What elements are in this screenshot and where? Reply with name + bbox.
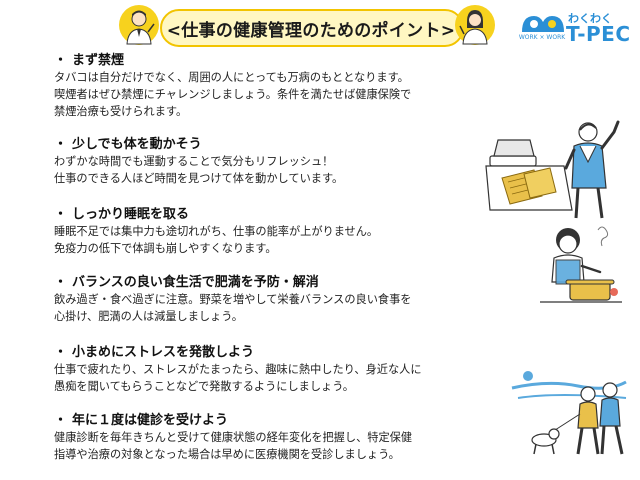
logo-mark-icon (522, 16, 564, 32)
bullet: ・ (54, 207, 68, 222)
section-heading: ・小まめにストレスを発散しよう (54, 344, 524, 361)
page-title: <仕事の健康管理のためのポイント> (166, 21, 456, 41)
couple-walking-dog-illustration (511, 371, 627, 455)
section-quit-smoking: ・まず禁煙 タバコは自分だけでなく、周囲の人にとっても万病のもととなります。 喫… (54, 52, 524, 120)
section-sleep: ・しっかり睡眠を取る 睡眠不足では集中力も途切れがち、仕事の能率が上がりません。… (54, 206, 524, 257)
heading-text: 少しでも体を動かそう (72, 137, 202, 152)
section-line: わずかな時間でも運動することで気分もリフレッシュ！ (54, 155, 334, 168)
section-heading: ・まず禁煙 (54, 52, 524, 69)
bullet: ・ (54, 413, 68, 428)
section-checkup: ・年に１度は健診を受けよう 健康診断を毎年きちんと受けて健康状態の経年変化を把握… (54, 412, 524, 463)
section-line: 心掛け、肥満の人は減量しましょう。 (54, 310, 243, 323)
section-line: タバコは自分だけでなく、周囲の人にとっても万病のもととなります。 (54, 71, 409, 84)
cooking-pot-icon (565, 279, 615, 301)
section-line: 飲み過ぎ・食べ過ぎに注意。野菜を増やして栄養バランスの良い食事を (54, 293, 412, 306)
section-line: 免疫力の低下で体調も崩しやすくなります。 (54, 242, 277, 255)
heading-text: まず禁煙 (72, 53, 125, 68)
section-heading: ・少しでも体を動かそう (54, 136, 524, 153)
section-diet: ・バランスの良い食生活で肥満を予防・解消 飲み過ぎ・食べ過ぎに注意。野菜を増やし… (54, 274, 524, 325)
section-heading: ・しっかり睡眠を取る (54, 206, 524, 223)
dog-icon (531, 428, 560, 455)
male-office-worker-icon (119, 5, 159, 45)
section-line: 指導や治療の対象となった場合は早めに医療機関を受診しましょう。 (54, 448, 400, 461)
logo-main-text: T-PEC (566, 22, 631, 46)
heading-text: しっかり睡眠を取る (72, 207, 190, 222)
bullet: ・ (54, 53, 68, 68)
document-stack-icon (501, 167, 557, 205)
man-walking-icon (599, 382, 624, 455)
man-stretching-illustration (485, 120, 620, 219)
woman-walking-icon (576, 386, 600, 455)
t-pec-logo: わくわく T-PEC WORK × WORK (518, 6, 636, 48)
section-line: 仕事で疲れたり、ストレスがたまったら、趣味に熱中したり、身近な人に (54, 363, 422, 376)
section-line: 仕事のできる人ほど時間を見つけて体を動かしています。 (54, 172, 344, 185)
title-bubble (160, 9, 464, 47)
section-line: 喫煙者はぜひ禁煙にチャレンジしましょう。条件を満たせば健康保険で (54, 88, 412, 101)
title-banner: <仕事の健康管理のためのポイント> (160, 4, 464, 47)
heading-text: 小まめにストレスを発散しよう (72, 345, 255, 360)
bullet: ・ (54, 275, 68, 290)
bullet: ・ (54, 345, 68, 360)
logo-top-text: わくわく (568, 12, 612, 25)
section-exercise: ・少しでも体を動かそう わずかな時間でも運動することで気分もリフレッシュ！ 仕事… (54, 136, 524, 187)
tree-icon (523, 371, 533, 381)
section-heading: ・年に１度は健診を受けよう (54, 412, 524, 429)
bullet: ・ (54, 137, 68, 152)
section-line: 禁煙治療も受けられます。 (54, 105, 188, 118)
section-line: 睡眠不足では集中力も途切れがち、仕事の能率が上がりません。 (54, 225, 379, 238)
header: <仕事の健康管理のためのポイント> わくわく T-PEC WORK × WORK (0, 0, 640, 52)
female-office-worker-icon (455, 5, 495, 45)
section-line: 健康診断を毎年きちんと受けて健康状態の経年変化を把握し、特定保健 (54, 431, 413, 444)
heading-text: バランスの良い食生活で肥満を予防・解消 (72, 275, 319, 290)
heading-text: 年に１度は健診を受けよう (72, 413, 229, 428)
section-line: 愚痴を聞いてもらうことなどで発散するようにしましょう。 (54, 380, 354, 393)
section-stress: ・小まめにストレスを発散しよう 仕事で疲れたり、ストレスがたまったら、趣味に熱中… (54, 344, 524, 395)
section-heading: ・バランスの良い食生活で肥満を予防・解消 (54, 274, 524, 291)
logo-sub-text: WORK × WORK (518, 34, 566, 41)
woman-cooking-illustration (540, 226, 622, 303)
